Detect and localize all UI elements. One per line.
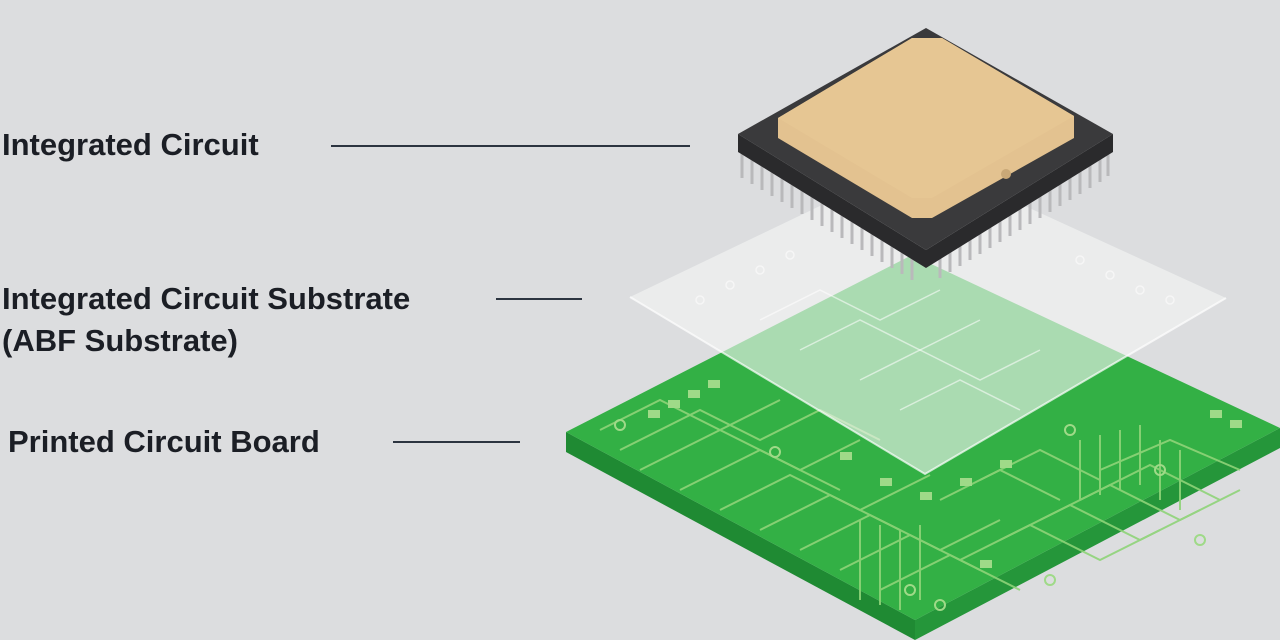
label-substrate-line1: Integrated Circuit Substrate <box>2 281 411 316</box>
leader-line-printed-circuit-board <box>393 441 520 443</box>
chip-notch <box>1001 169 1011 179</box>
label-integrated-circuit-substrate: Integrated Circuit Substrate (ABF Substr… <box>2 278 410 362</box>
pcb-traces <box>599 398 1241 610</box>
substrate-sheet <box>630 158 1226 474</box>
label-substrate-line2: (ABF Substrate) <box>2 323 238 358</box>
pcb-side-right <box>915 428 1280 640</box>
chip-die-top <box>778 38 1074 198</box>
pcb-pads <box>648 380 1242 568</box>
integrated-circuit-substrate <box>629 158 1227 476</box>
pcb-side-left <box>566 432 915 640</box>
label-integrated-circuit: Integrated Circuit <box>2 127 259 162</box>
label-printed-circuit-board: Printed Circuit Board <box>8 424 320 459</box>
pcb-vias <box>614 419 1206 611</box>
leader-line-integrated-circuit <box>331 145 690 147</box>
substrate-pattern <box>695 250 1175 411</box>
integrated-circuit-chip <box>738 28 1113 280</box>
leader-line-substrate <box>496 298 582 300</box>
substrate-edge <box>629 296 1227 476</box>
